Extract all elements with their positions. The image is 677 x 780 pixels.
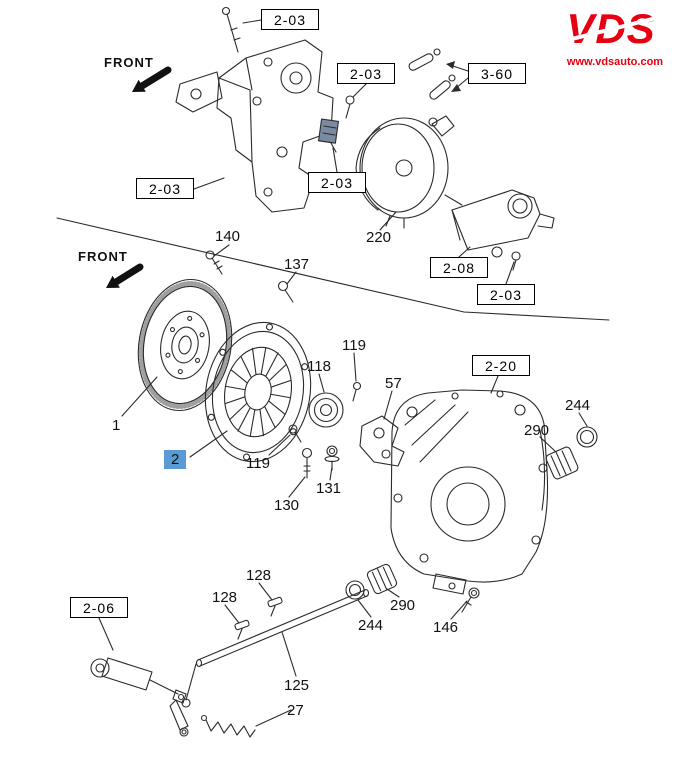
callout-119-upper[interactable]: 119 (342, 337, 366, 354)
bolt-130 (301, 447, 313, 479)
callout-244-lower[interactable]: 244 (358, 617, 384, 634)
bolt-146 (461, 587, 480, 613)
snap-ring-244-lower (345, 580, 365, 600)
bearing-290-right (545, 446, 579, 480)
callout-146[interactable]: 146 (433, 619, 459, 636)
clip-128-b (234, 619, 250, 640)
ref-box-2-03-bracket[interactable]: 2-03 (136, 178, 194, 199)
ref-box-3-60-hoses[interactable]: 3-60 (468, 63, 526, 84)
clip-128-a (267, 596, 283, 617)
bolt-booster-stud (345, 95, 355, 119)
callout-290-right[interactable]: 290 (524, 422, 550, 439)
ref-box-2-03-cylinder[interactable]: 2-03 (477, 284, 535, 305)
callout-137[interactable]: 137 (284, 256, 310, 273)
front-arrow-top-shaft (138, 66, 172, 90)
pointer-arrowheads (446, 61, 461, 92)
callout-125[interactable]: 125 (284, 677, 310, 694)
callout-290-lower[interactable]: 290 (390, 597, 416, 614)
vacuum-hoses (408, 48, 456, 100)
bearing-290-lower (366, 563, 398, 595)
switch-connector (317, 118, 339, 153)
callout-220[interactable]: 220 (366, 229, 392, 246)
screw-131 (324, 445, 340, 471)
front-arrow-bottom-shaft (112, 263, 144, 286)
bolt-119-upper (352, 381, 362, 402)
callout-119-lower[interactable]: 119 (246, 455, 270, 472)
callout-57[interactable]: 57 (385, 375, 402, 392)
bolt-119-lower (288, 424, 302, 443)
callout-1[interactable]: 1 (112, 417, 121, 434)
ref-box-2-03-booster[interactable]: 2-03 (337, 63, 395, 84)
bolt-top-bracket (221, 6, 241, 53)
snap-ring-244-right (576, 426, 598, 448)
ref-box-2-20[interactable]: 2-20 (472, 355, 530, 376)
callout-118[interactable]: 118 (307, 358, 331, 375)
section-divider-line (56, 217, 610, 321)
callout-131[interactable]: 131 (316, 480, 342, 497)
clutch-master-cylinder (451, 189, 555, 271)
shift-shaft (181, 588, 370, 708)
callout-130[interactable]: 130 (274, 497, 300, 514)
callout-244-right[interactable]: 244 (565, 397, 591, 414)
bolt-140 (205, 250, 223, 275)
ref-box-2-06[interactable]: 2-06 (70, 597, 128, 618)
pedal-bracket (175, 39, 334, 213)
spring-27 (200, 714, 256, 738)
bolt-137 (277, 280, 294, 303)
callout-128-a[interactable]: 128 (246, 567, 272, 584)
callout-2-selected[interactable]: 2 (164, 450, 187, 469)
callout-128-b[interactable]: 128 (212, 589, 238, 606)
callout-27[interactable]: 27 (287, 702, 304, 719)
transmission-bell-housing (390, 389, 549, 595)
clutch-cover (204, 321, 312, 463)
clutch-release-cylinder (90, 657, 189, 737)
ref-box-2-03-switch[interactable]: 2-03 (308, 172, 366, 193)
brake-booster (355, 115, 463, 229)
callout-140[interactable]: 140 (215, 228, 241, 245)
leader-lines (98, 19, 588, 727)
release-fork-lever (359, 415, 405, 467)
release-bearing (308, 392, 344, 428)
ref-box-2-08[interactable]: 2-08 (430, 257, 488, 278)
ref-box-2-03-top[interactable]: 2-03 (261, 9, 319, 30)
